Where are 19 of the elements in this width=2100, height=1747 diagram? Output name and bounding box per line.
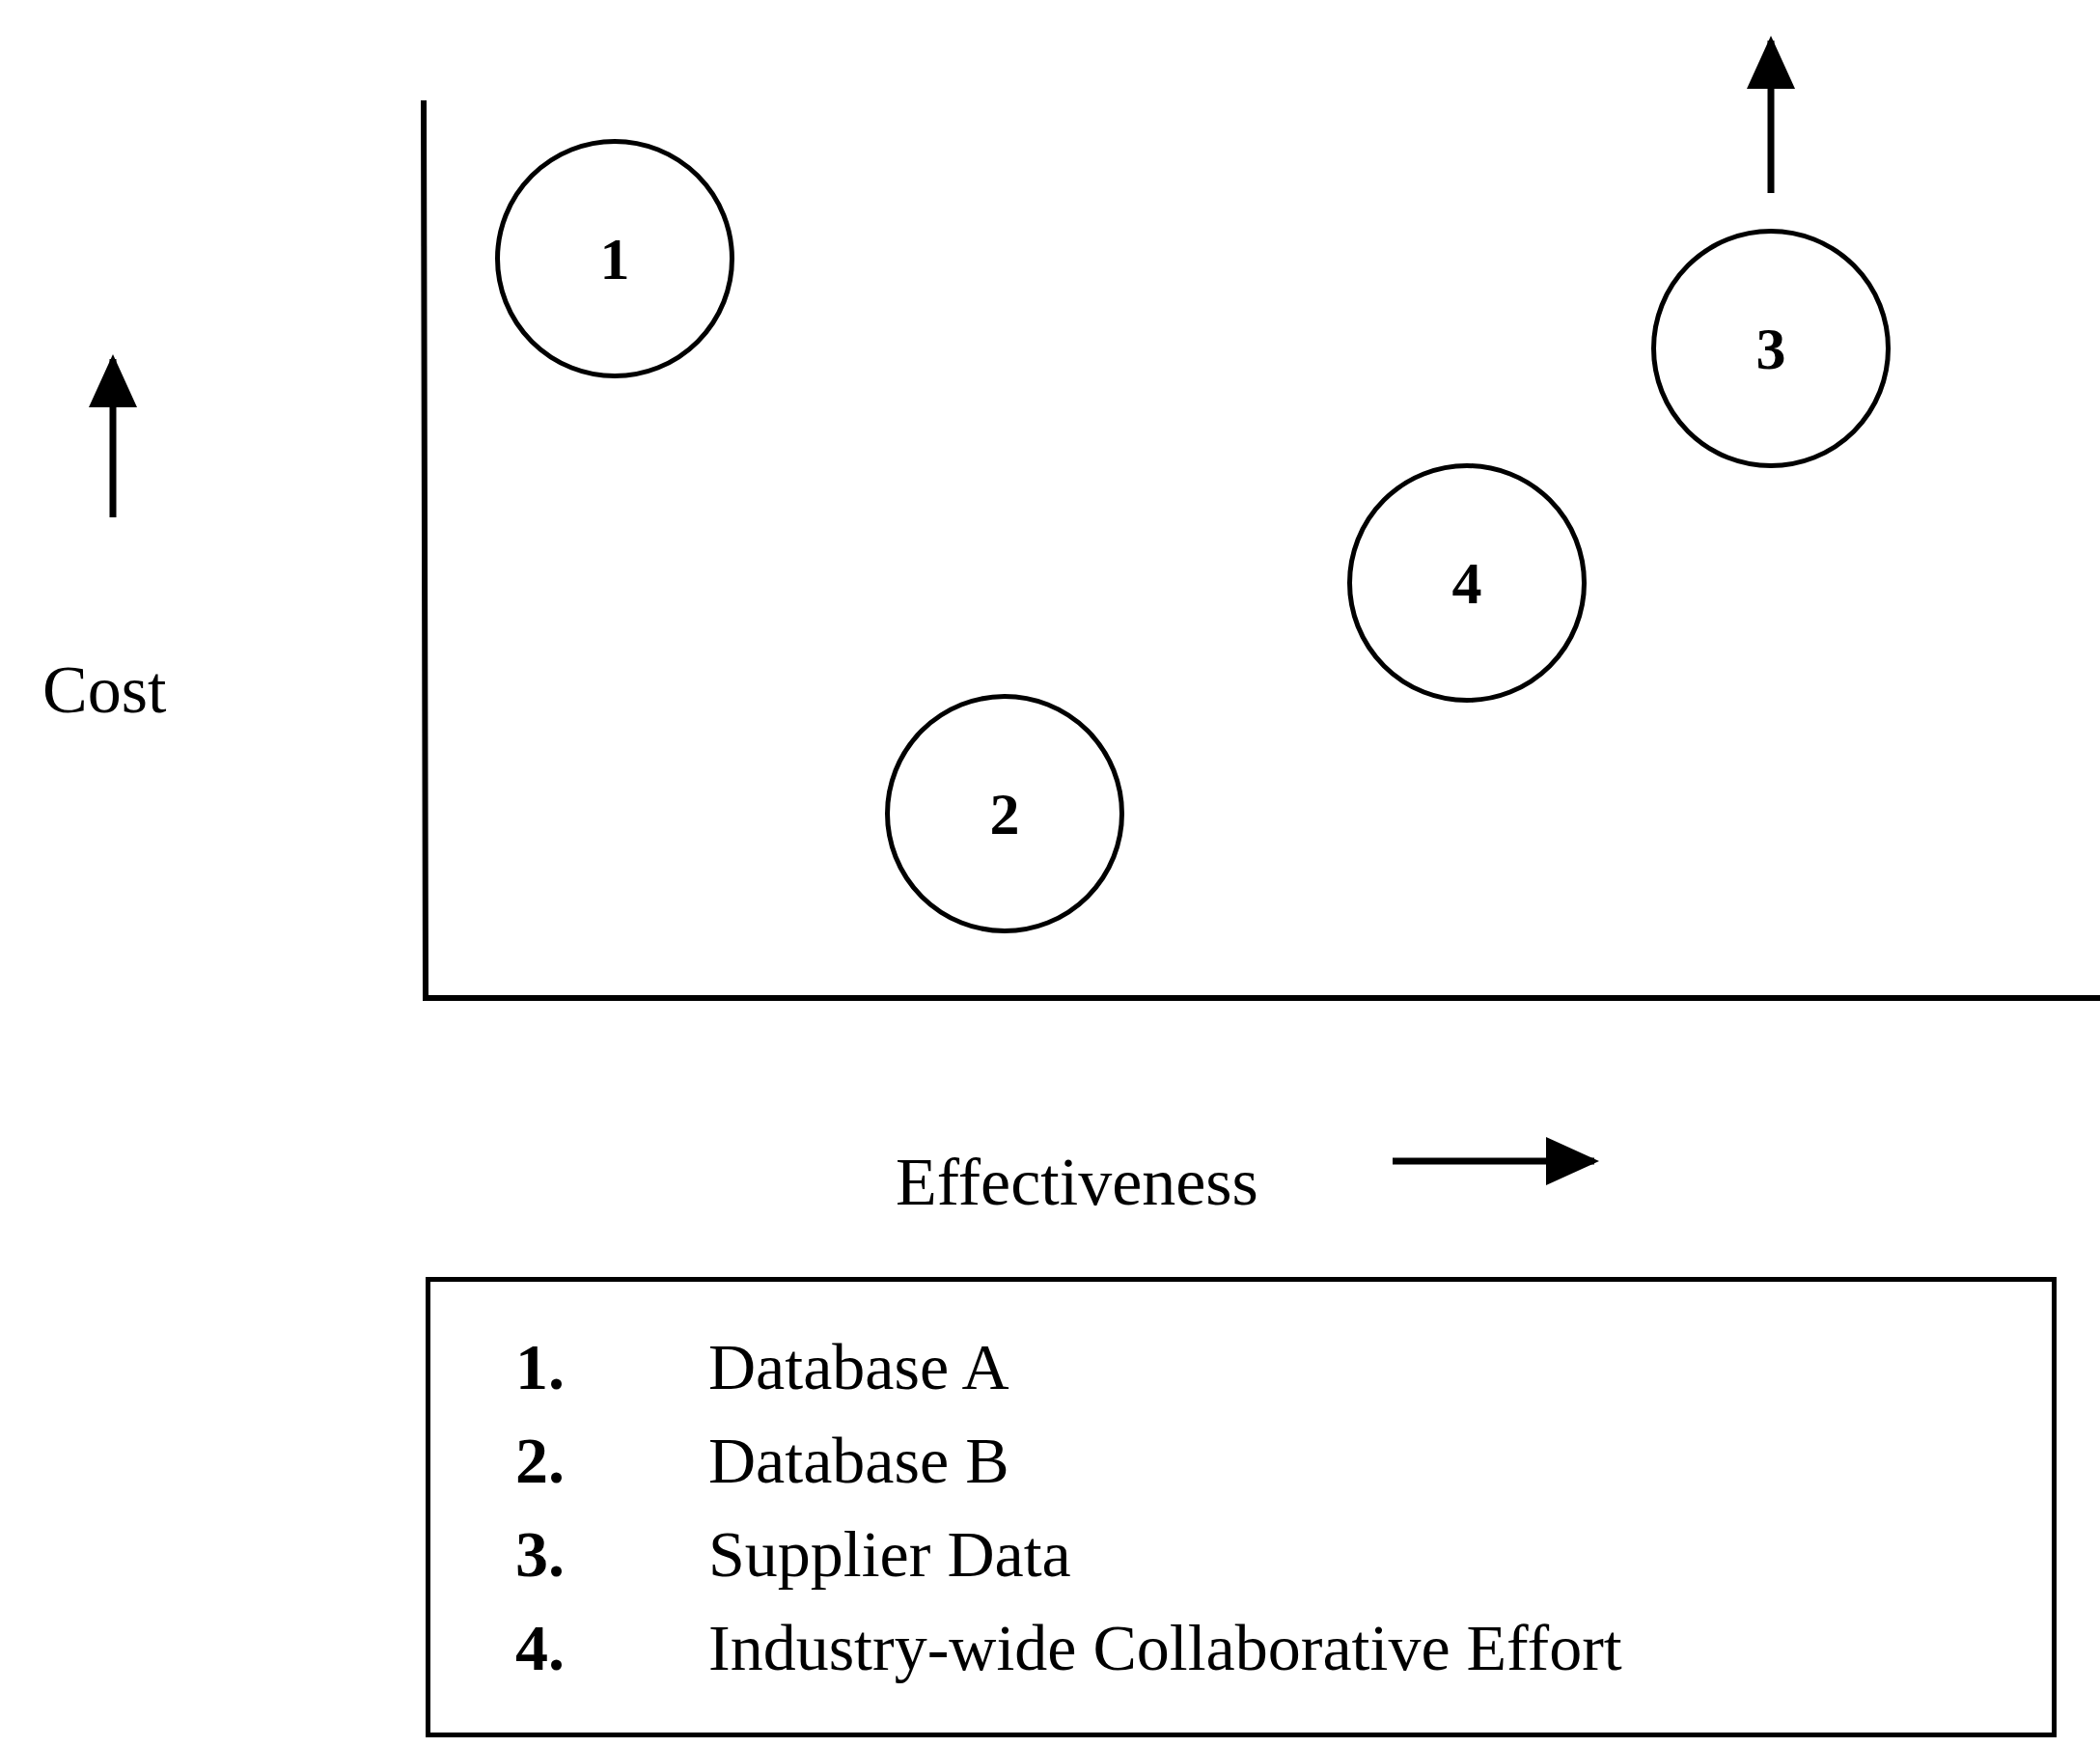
list-number: 1. [515, 1328, 566, 1405]
legend-text: Supplier Data [708, 1515, 1072, 1593]
numbered-circle [495, 139, 734, 378]
callout-number: 4 [1451, 553, 1482, 613]
list-number: 3. [515, 1515, 566, 1593]
legend-box [426, 1277, 2057, 1737]
legend-text: Industry-wide Collaborative Effort [708, 1609, 1623, 1686]
axis-label: Effectiveness [896, 1149, 1258, 1216]
numbered-circle [1651, 229, 1891, 468]
list-number: 2. [515, 1422, 566, 1499]
legend-text: Database A [708, 1328, 1010, 1405]
numbered-circle [885, 694, 1124, 933]
callout-number: 2 [989, 784, 1020, 844]
callout-number: 1 [599, 229, 630, 289]
list-number: 4. [515, 1609, 566, 1686]
numbered-circle [1347, 463, 1587, 703]
legend-text: Database B [708, 1422, 1010, 1499]
axis-label: Cost [42, 656, 167, 724]
callout-number: 3 [1755, 319, 1786, 378]
